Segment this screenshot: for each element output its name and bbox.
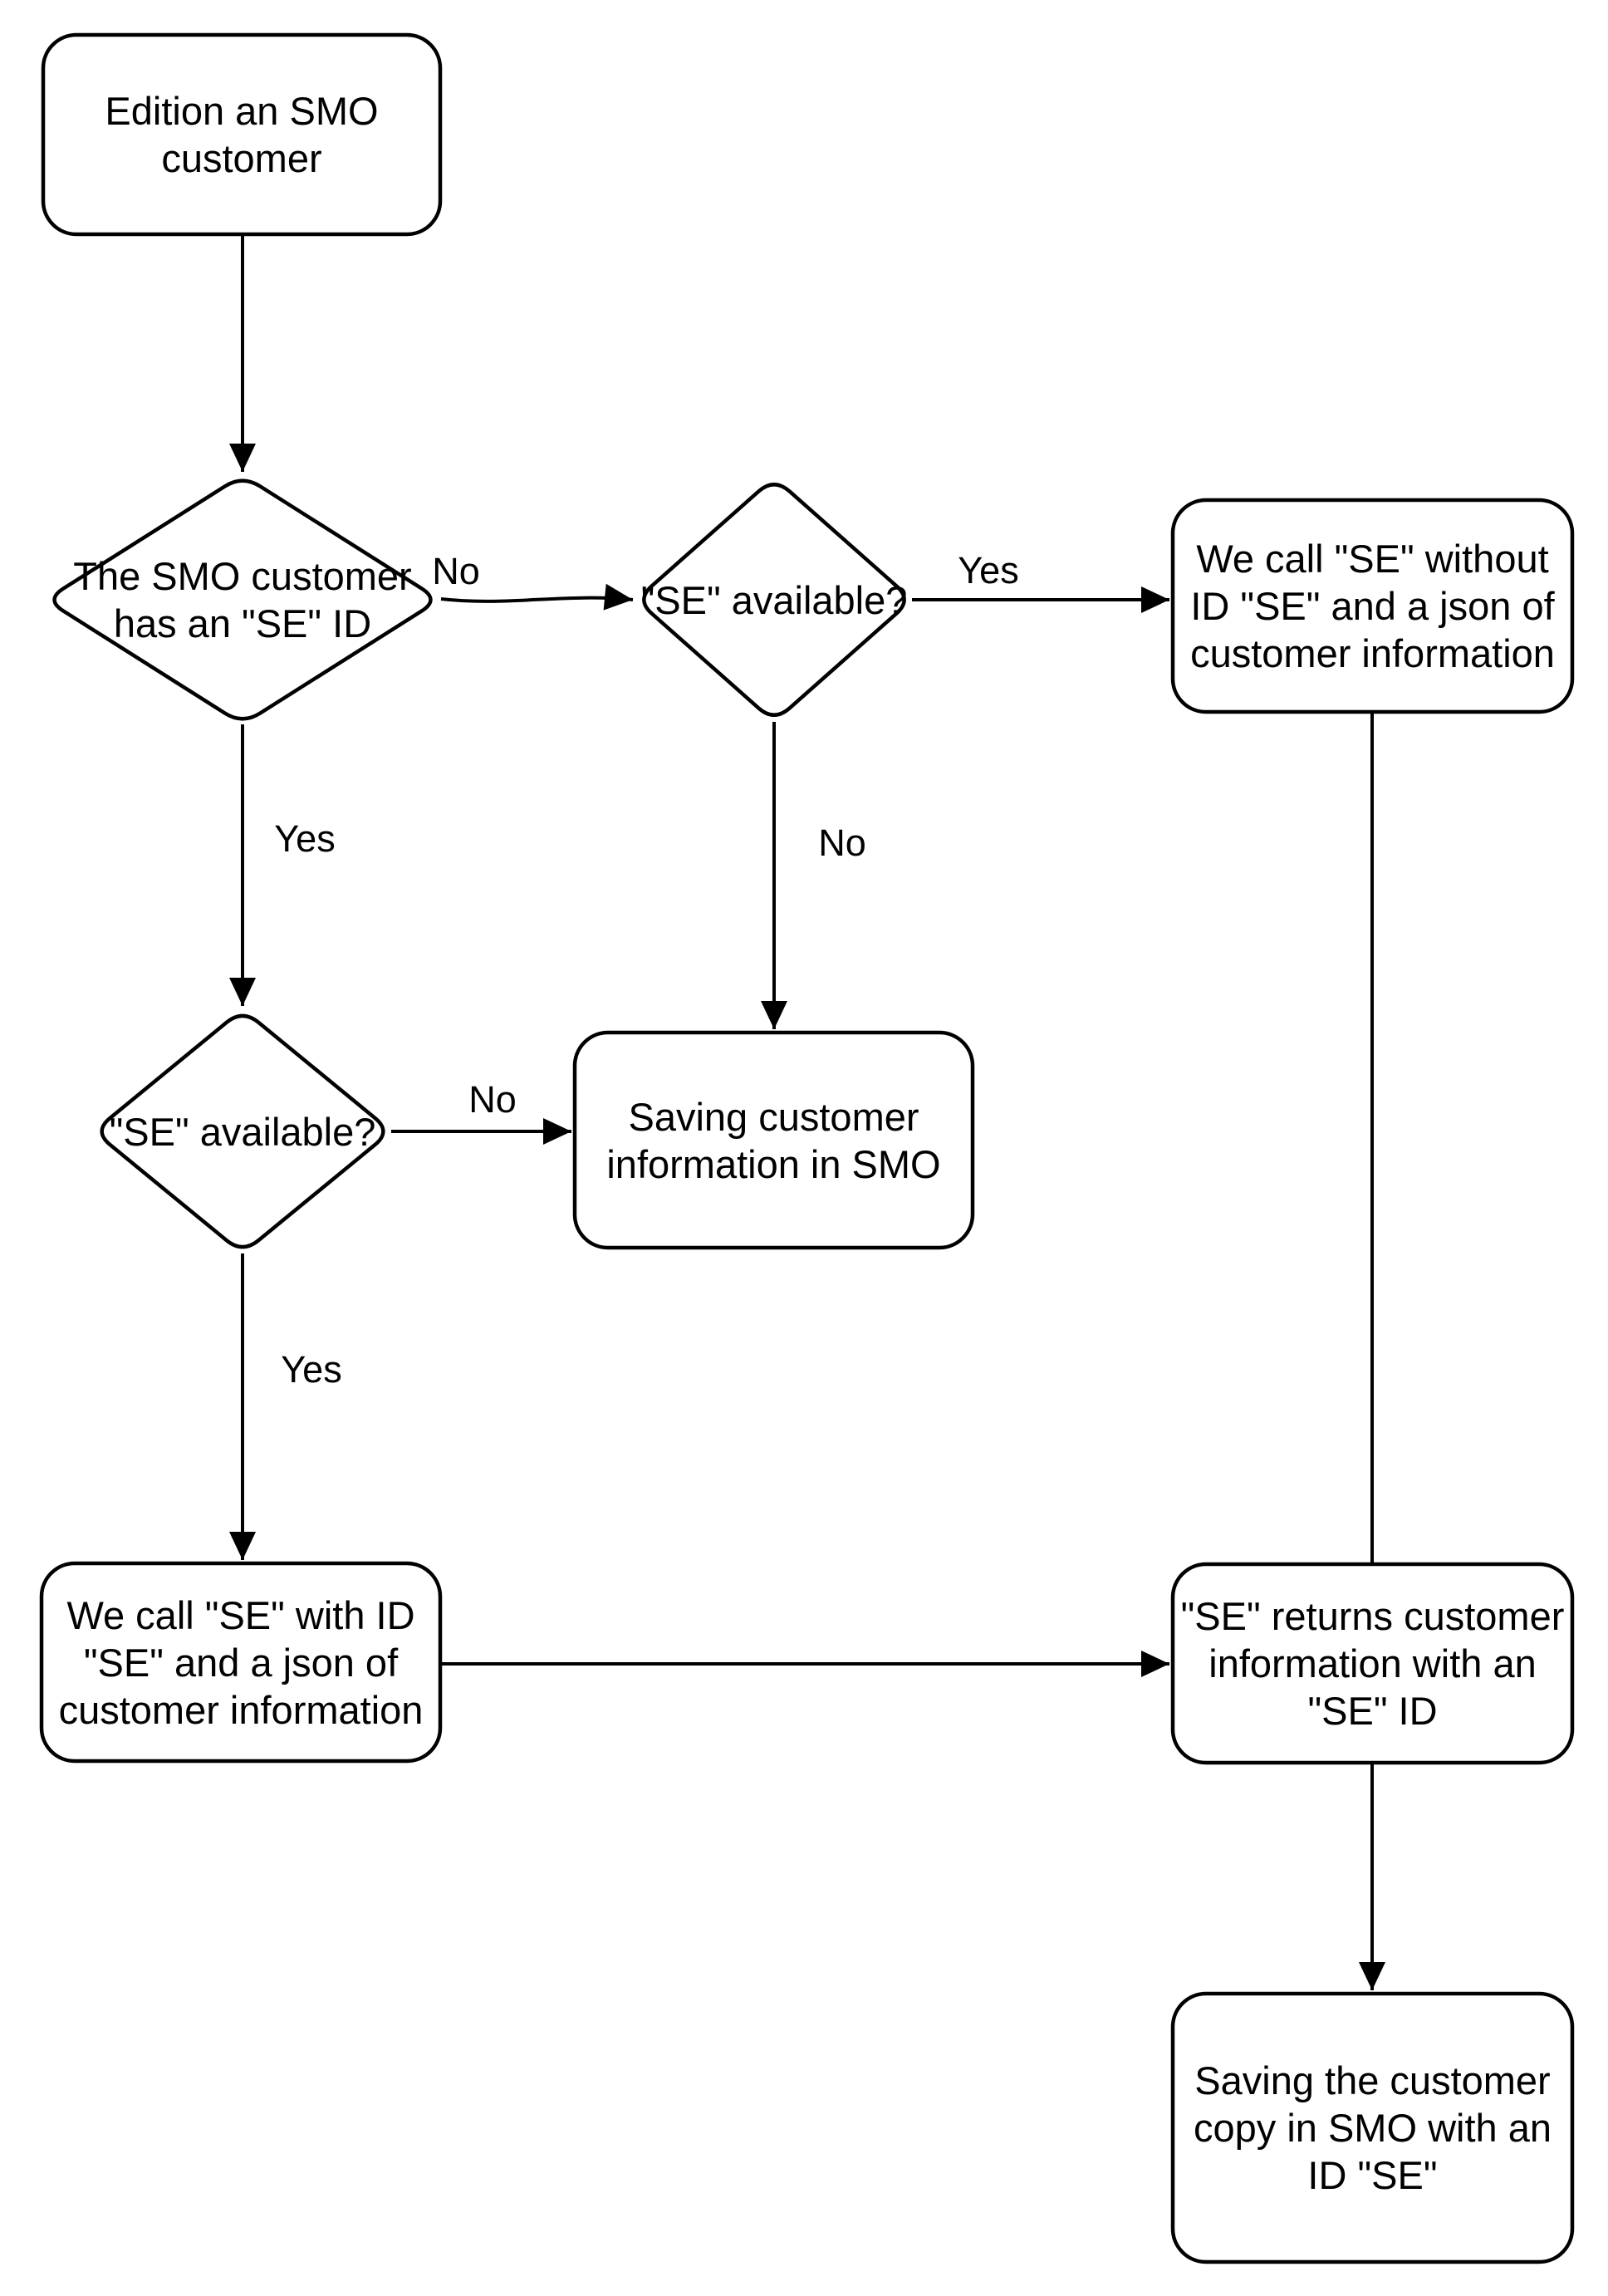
- node-call-se-with-id: We call "SE" with ID "SE" and a json of …: [58, 1592, 424, 1732]
- node-start: Edition an SMO customer: [105, 89, 379, 180]
- edge-label-no-se-available-top: No: [818, 822, 866, 864]
- node-saving-customer-copy: Saving the customer copy in SMO with an …: [1193, 2058, 1552, 2197]
- node-decision-has-se-id-shape: [52, 478, 433, 721]
- edge-label-no-has-se-id: No: [432, 550, 480, 592]
- edge-label-yes-se-available-top: Yes: [958, 549, 1019, 591]
- node-decision-has-se-id: The SMO customer has an "SE" ID: [73, 554, 412, 645]
- edge-label-yes-se-available-left: Yes: [281, 1348, 342, 1391]
- node-saving-customer-info-shape: [572, 1030, 975, 1250]
- edge-label-no-se-available-left: No: [468, 1078, 517, 1121]
- node-call-se-with-id-shape: [39, 1561, 443, 1764]
- node-saving-customer-copy-shape: [1170, 1991, 1575, 2264]
- node-decision-se-available-left: "SE" available?: [109, 1109, 376, 1154]
- node-decision-se-available-top: "SE" available?: [640, 577, 908, 622]
- node-call-se-without-id-shape: [1170, 498, 1575, 714]
- node-start-shape: [41, 32, 443, 237]
- node-se-returns-info-shape: [1170, 1562, 1575, 1765]
- node-saving-customer-info: Saving customer information in SMO: [606, 1094, 941, 1186]
- node-se-returns-info: "SE" returns customer information with a…: [1180, 1594, 1565, 1733]
- node-call-se-without-id: We call "SE" without ID "SE" and a json …: [1190, 537, 1555, 675]
- node-decision-se-available-top-shape: [642, 483, 906, 717]
- edge-has-se-id-no-to-se-available-top: [440, 583, 634, 611]
- node-decision-se-available-left-shape: [100, 1013, 385, 1249]
- edge-label-yes-has-se-id: Yes: [274, 817, 336, 860]
